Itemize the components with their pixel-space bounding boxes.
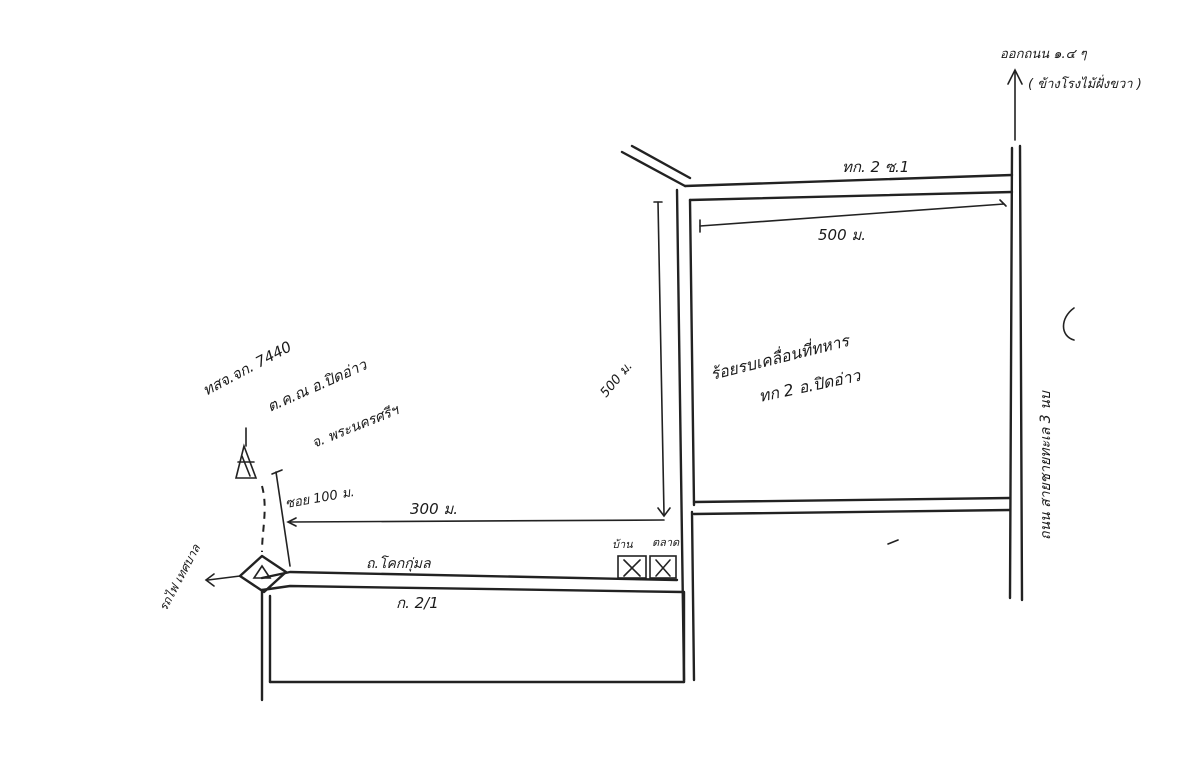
dashed-path [261, 485, 266, 553]
dimension-top [699, 199, 1007, 233]
highway-bracket [1062, 307, 1075, 341]
north-arrow-icon [1007, 68, 1023, 85]
dimension-vertical [653, 201, 671, 518]
road-label-top: ทก. 2 ซ.1 [842, 158, 909, 176]
middle-road [675, 188, 696, 682]
dimension-side [271, 469, 291, 567]
distance-vertical: 500 ม. [598, 359, 636, 401]
stray-mark [887, 539, 899, 545]
tower-icon [234, 427, 258, 479]
unit-name-line2: ทก 2 อ.ปิดอ่าว [757, 366, 863, 406]
distance-bottom: 300 ม. [410, 500, 458, 518]
market-marker [649, 555, 677, 579]
market-label: ตลาด [652, 536, 680, 549]
bottom-road [260, 570, 686, 702]
west-destination: รถไฟ เทศบาล [156, 541, 203, 613]
north-destination-line2: ( ข้างโรงไม้ฝั่งขวา ) [1028, 74, 1142, 92]
highway-name: ถนน สายชายทะเล 3 นบ [1038, 390, 1054, 540]
house-label: บ้าน [612, 538, 633, 551]
distance-side: ซอย 100 ม. [284, 485, 356, 512]
parcel-bottom-line [692, 496, 1012, 504]
office-line1: ทสจ.จก. 7440 [199, 338, 294, 400]
dimension-bottom [286, 517, 665, 527]
office-line2: ต.ค.ณ อ.ปิดอ่าว [264, 355, 370, 416]
top-road [620, 144, 1014, 202]
road-label-bottom: ก. 2/1 [396, 594, 439, 612]
house-marker [617, 555, 647, 579]
main-highway [1007, 68, 1024, 602]
street-name: ถ.โคกกุ่มล [366, 555, 432, 572]
junction-marker-icon [204, 554, 288, 594]
office-line3: จ. พระนครศรีฯ [310, 402, 402, 452]
parcel-lower-line [692, 508, 1012, 516]
distance-top: 500 ม. [818, 226, 866, 244]
north-destination-line1: ออกถนน ๑.๔ ๆ [1000, 47, 1088, 62]
